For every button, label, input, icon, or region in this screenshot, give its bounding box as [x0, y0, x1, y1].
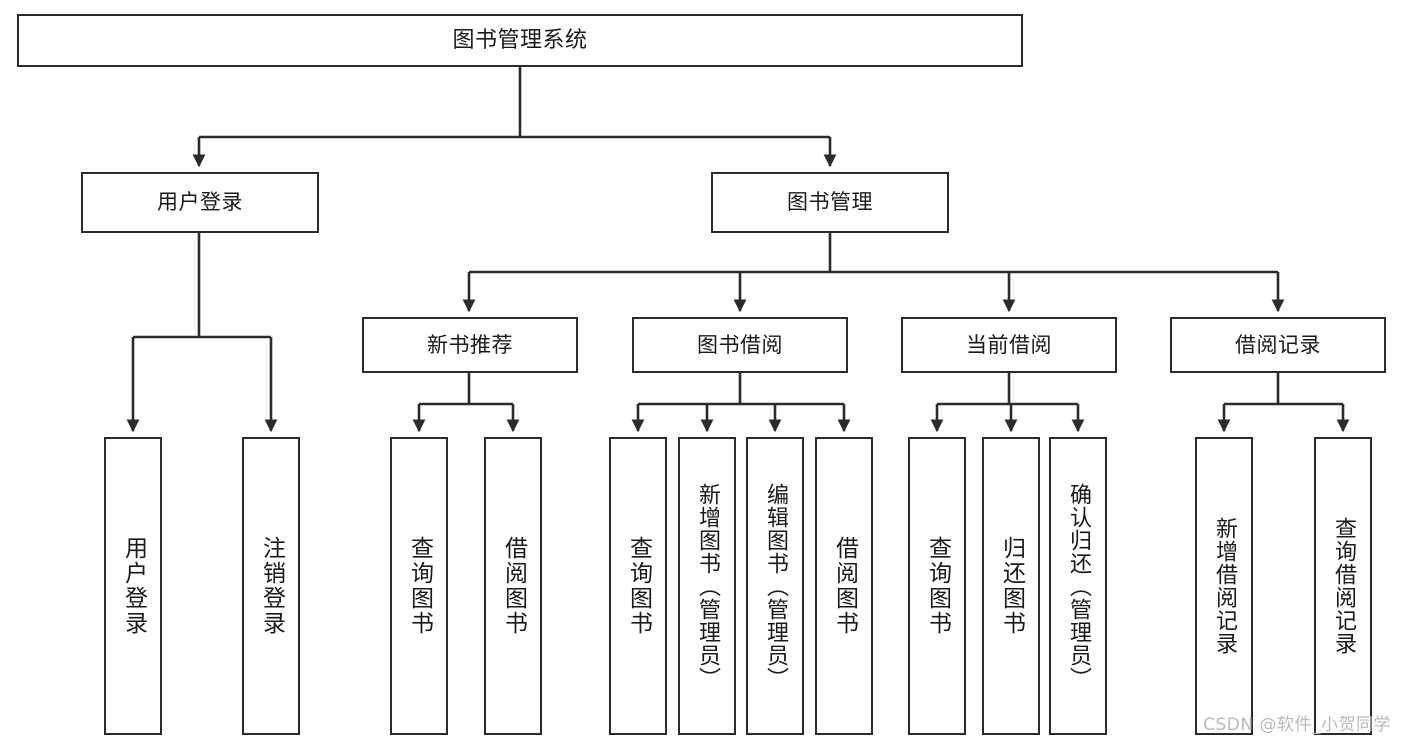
- leaf-newbook-borrow-books[interactable]: 借阅图书: [484, 437, 542, 735]
- leaf-borrow-edit-book-admin-label: 编辑图书（管理员）: [763, 482, 788, 690]
- node-current-borrowing-label: 当前借阅: [966, 332, 1052, 357]
- leaf-current-query-books-label: 查询图书: [924, 536, 951, 636]
- leaf-borrow-add-book-admin-label: 新增图书（管理员）: [695, 482, 720, 690]
- node-user-login-label: 用户登录: [157, 190, 243, 215]
- leaf-user-login-label: 用户登录: [120, 536, 147, 636]
- leaf-newbook-query-books-label: 查询图书: [406, 536, 433, 636]
- leaf-user-logout-label: 注销登录: [258, 536, 285, 636]
- node-root-system[interactable]: 图书管理系统: [17, 14, 1023, 67]
- leaf-current-confirm-return-admin[interactable]: 确认归还（管理员）: [1049, 437, 1107, 735]
- leaf-current-query-books[interactable]: 查询图书: [908, 437, 966, 735]
- node-root-system-label: 图书管理系统: [452, 27, 588, 53]
- node-new-book-recommendation-label: 新书推荐: [427, 332, 513, 357]
- node-book-borrowing-label: 图书借阅: [697, 332, 783, 357]
- leaf-borrow-query-books[interactable]: 查询图书: [609, 437, 667, 735]
- node-book-management-label: 图书管理: [787, 190, 873, 215]
- leaf-user-login[interactable]: 用户登录: [104, 437, 162, 735]
- leaf-record-query-borrow-record-label: 查询借阅记录: [1331, 517, 1356, 655]
- node-borrow-records-label: 借阅记录: [1235, 332, 1321, 357]
- leaf-record-add-borrow-record[interactable]: 新增借阅记录: [1195, 437, 1253, 735]
- leaf-borrow-add-book-admin[interactable]: 新增图书（管理员）: [678, 437, 736, 735]
- leaf-record-add-borrow-record-label: 新增借阅记录: [1212, 517, 1237, 655]
- leaf-newbook-borrow-books-label: 借阅图书: [500, 536, 527, 636]
- node-book-borrowing[interactable]: 图书借阅: [632, 317, 848, 373]
- leaf-borrow-query-books-label: 查询图书: [625, 536, 652, 636]
- node-borrow-records[interactable]: 借阅记录: [1170, 317, 1386, 373]
- leaf-record-query-borrow-record[interactable]: 查询借阅记录: [1314, 437, 1372, 735]
- leaf-current-return-books-label: 归还图书: [998, 536, 1025, 636]
- node-book-management[interactable]: 图书管理: [711, 172, 949, 233]
- leaf-borrow-lend-books[interactable]: 借阅图书: [815, 437, 873, 735]
- node-user-login[interactable]: 用户登录: [81, 172, 319, 233]
- leaf-newbook-query-books[interactable]: 查询图书: [390, 437, 448, 735]
- node-new-book-recommendation[interactable]: 新书推荐: [362, 317, 578, 373]
- leaf-borrow-lend-books-label: 借阅图书: [831, 536, 858, 636]
- leaf-user-logout[interactable]: 注销登录: [242, 437, 300, 735]
- node-current-borrowing[interactable]: 当前借阅: [901, 317, 1117, 373]
- leaf-current-return-books[interactable]: 归还图书: [982, 437, 1040, 735]
- leaf-borrow-edit-book-admin[interactable]: 编辑图书（管理员）: [746, 437, 804, 735]
- leaf-current-confirm-return-admin-label: 确认归还（管理员）: [1066, 482, 1091, 690]
